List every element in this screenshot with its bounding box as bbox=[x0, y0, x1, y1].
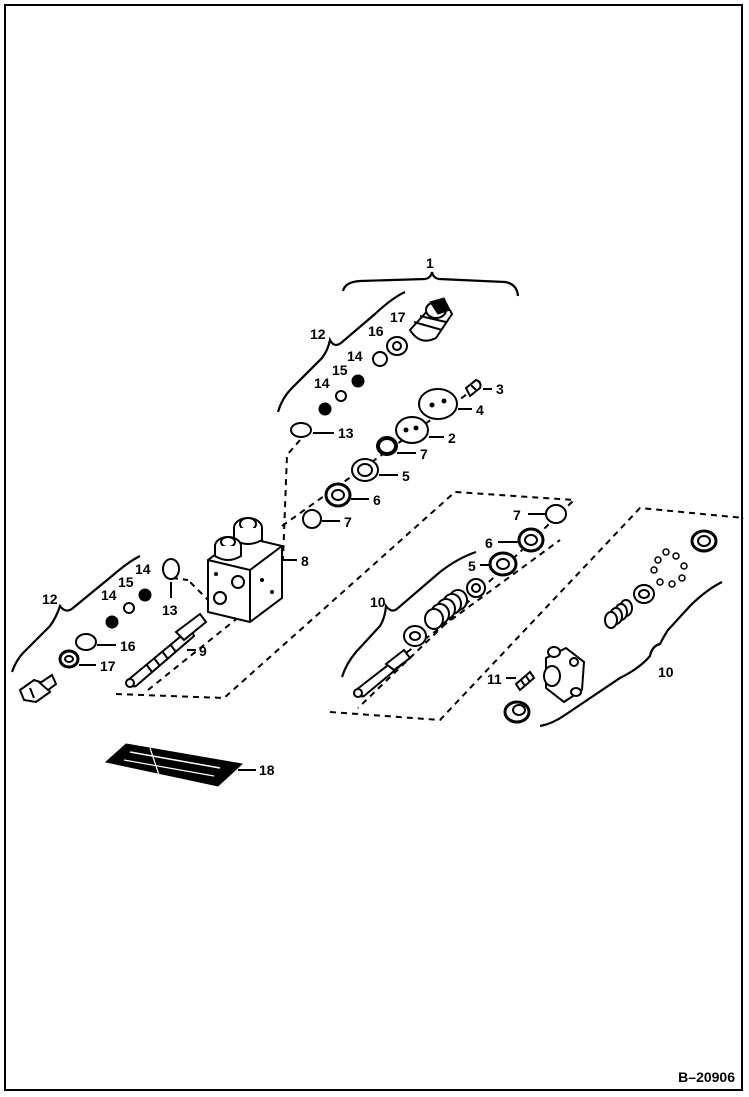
cap-right-kit bbox=[503, 700, 531, 724]
ball-pattern-right-kit bbox=[650, 548, 688, 588]
plate-2 bbox=[395, 416, 429, 444]
o-ring-7-top bbox=[376, 436, 398, 456]
seal-14-lower-left bbox=[105, 615, 119, 629]
bushing-6-kit bbox=[517, 527, 545, 553]
callout-14-lower-top: 14 bbox=[314, 375, 330, 391]
callout-10-center: 10 bbox=[370, 594, 386, 610]
callout-16-top: 16 bbox=[368, 323, 384, 339]
spring-seat-right-kit bbox=[633, 584, 655, 604]
seal-14-lower-top bbox=[318, 402, 332, 416]
o-ring-7-kit bbox=[545, 504, 567, 524]
washer-17-left bbox=[58, 649, 80, 669]
plug-17-left bbox=[18, 673, 58, 704]
callout-5-top: 5 bbox=[402, 468, 410, 484]
brace-kit-10-center bbox=[340, 550, 477, 678]
callout-17-top: 17 bbox=[390, 309, 406, 325]
callout-14-upper-left: 14 bbox=[135, 561, 151, 577]
detent-housing bbox=[543, 646, 586, 704]
callout-15-top: 15 bbox=[332, 362, 348, 378]
callout-6-top: 6 bbox=[373, 492, 381, 508]
ring-15-top bbox=[335, 390, 347, 402]
callout-8: 8 bbox=[301, 553, 309, 569]
bushing-6-top bbox=[324, 482, 352, 508]
callout-18: 18 bbox=[259, 762, 275, 778]
seal-14-upper-left bbox=[138, 588, 152, 602]
callout-14-upper-top: 14 bbox=[347, 348, 363, 364]
alignment-line-top bbox=[282, 439, 301, 561]
callout-15-left: 15 bbox=[118, 574, 134, 590]
decal-18 bbox=[104, 743, 244, 787]
screw-3 bbox=[464, 378, 482, 398]
spring-right-kit bbox=[604, 599, 633, 629]
relief-valve-cartridge-17-top bbox=[408, 297, 454, 342]
spool-end-kit bbox=[353, 648, 412, 698]
callout-11: 11 bbox=[487, 671, 502, 687]
callout-5-kit: 5 bbox=[468, 558, 476, 574]
spring-cup-kit bbox=[403, 625, 427, 647]
brace-kit-12-top bbox=[276, 291, 406, 413]
callout-7-kit: 7 bbox=[513, 507, 521, 523]
callout-12-left: 12 bbox=[42, 591, 58, 607]
callout-12-top: 12 bbox=[310, 326, 326, 342]
callout-10-right: 10 bbox=[658, 664, 674, 680]
callout-14-lower-left: 14 bbox=[101, 587, 117, 603]
o-ring-13-top bbox=[290, 422, 312, 438]
washer-right-kit bbox=[690, 529, 718, 553]
spool-9 bbox=[125, 612, 208, 688]
callout-13-left: 13 bbox=[162, 602, 178, 618]
o-ring-13-left bbox=[162, 558, 180, 580]
o-ring-7-middle bbox=[302, 509, 322, 529]
callout-7-middle: 7 bbox=[344, 514, 352, 530]
plate-4 bbox=[418, 388, 458, 420]
callout-3: 3 bbox=[496, 381, 504, 397]
drawing-reference-number: B–20906 bbox=[678, 1069, 735, 1085]
callout-16-left: 16 bbox=[120, 638, 136, 654]
callout-1: 1 bbox=[426, 255, 434, 271]
axis-line-spool bbox=[147, 599, 261, 691]
o-ring-16-left bbox=[75, 633, 97, 651]
axis-line-right-kit bbox=[379, 539, 561, 673]
brace-assembly-1 bbox=[341, 271, 520, 297]
callout-2: 2 bbox=[448, 430, 456, 446]
brace-kit-10-right bbox=[539, 581, 723, 728]
ring-15-left bbox=[123, 602, 135, 614]
alignment-line-bushing bbox=[187, 579, 211, 603]
screw-11 bbox=[514, 670, 536, 692]
callout-13-top: 13 bbox=[338, 425, 354, 441]
valve-body-8 bbox=[207, 517, 283, 624]
o-ring-16-top bbox=[372, 351, 388, 367]
kit-boundary-right bbox=[329, 506, 745, 722]
seal-14-upper-top bbox=[351, 374, 365, 388]
spring-seat-kit bbox=[466, 578, 486, 598]
spring-kit-10 bbox=[424, 589, 468, 630]
callout-17-left: 17 bbox=[100, 658, 116, 674]
ring-5-kit bbox=[488, 551, 518, 577]
callout-6-kit: 6 bbox=[485, 535, 493, 551]
brace-kit-12-left bbox=[10, 555, 141, 673]
diagram-border bbox=[4, 4, 743, 1091]
washer-17-top-hole bbox=[392, 341, 402, 351]
callout-9: 9 bbox=[199, 643, 207, 659]
ring-5-top bbox=[351, 458, 379, 482]
callout-7-top: 7 bbox=[420, 446, 428, 462]
callout-4: 4 bbox=[476, 402, 484, 418]
